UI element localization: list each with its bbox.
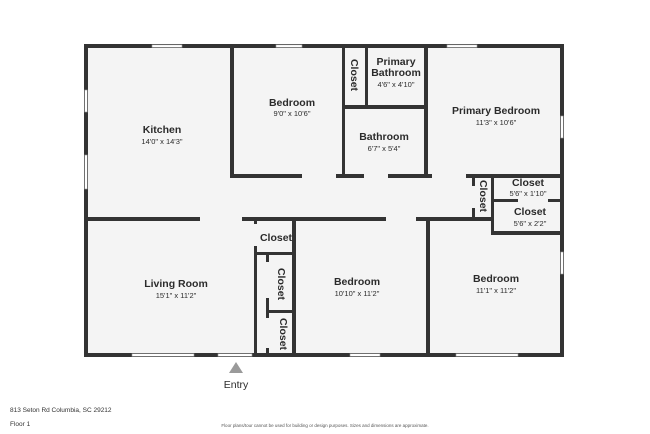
room-name: Bedroom (334, 276, 380, 288)
room-name: Bedroom (269, 97, 315, 109)
room-closet-top: Closet (348, 59, 360, 92)
windows (84, 44, 564, 357)
room-dims: 15'1" x 11'2" (156, 291, 197, 300)
floor-area (85, 45, 563, 357)
room-dims: 5'6" x 2'2" (514, 219, 547, 228)
room-dims: 9'0" x 10'6" (274, 109, 311, 118)
room-closet-right-2: Closet 5'6" x 2'2" (514, 206, 547, 228)
entry-label: Entry (224, 379, 249, 391)
room-name: Closet (275, 268, 287, 301)
room-bedroom-right: Bedroom 11'1" x 11'2" (473, 273, 519, 295)
room-living-room: Living Room 15'1" x 11'2" (144, 278, 208, 300)
room-name: Closet (514, 206, 547, 218)
room-name: Closet (477, 180, 489, 213)
room-name: Closet (260, 232, 293, 244)
room-closet-mid-1: Closet (260, 232, 293, 244)
room-name-line1: Primary (376, 56, 415, 68)
floor-label: Floor 1 (10, 421, 31, 428)
room-dims: 4'6" x 4'10" (378, 80, 415, 89)
room-name: Primary Bedroom (452, 105, 540, 117)
room-name: Bathroom (359, 131, 409, 143)
room-dims: 11'1" x 11'2" (476, 286, 516, 295)
room-kitchen: Kitchen 14'0" x 14'3" (141, 124, 182, 146)
room-bedroom-top: Bedroom 9'0" x 10'6" (269, 97, 315, 118)
room-dims: 5'6" x 1'10" (510, 189, 547, 198)
room-name-line2: Bathroom (371, 67, 421, 79)
room-dims: 6'7" x 5'4" (368, 144, 401, 153)
room-closet-hall: Closet (477, 180, 489, 213)
room-primary-bedroom: Primary Bedroom 11'3" x 10'6" (452, 105, 540, 127)
room-name: Living Room (144, 278, 208, 290)
room-bedroom-mid: Bedroom 10'10" x 11'2" (334, 276, 380, 298)
room-name: Closet (512, 177, 545, 189)
room-name: Closet (277, 318, 289, 351)
room-closet-mid-2: Closet (275, 268, 287, 301)
disclaimer-text: Floor plans/tour cannot be used for buil… (221, 423, 429, 428)
address-text: 813 Seton Rd Columbia, SC 29212 (10, 407, 112, 414)
room-dims: 14'0" x 14'3" (141, 137, 182, 146)
entry-arrow-icon (229, 362, 243, 373)
room-closet-mid-3: Closet (277, 318, 289, 351)
room-dims: 11'3" x 10'6" (476, 118, 517, 127)
room-primary-bathroom: Primary Bathroom 4'6" x 4'10" (371, 56, 421, 89)
room-name: Bedroom (473, 273, 519, 285)
walls (84, 44, 564, 357)
door-openings (200, 174, 548, 348)
room-name: Closet (348, 59, 360, 92)
room-bathroom: Bathroom 6'7" x 5'4" (359, 131, 409, 153)
room-name: Kitchen (143, 124, 182, 136)
room-closet-right-1: Closet 5'6" x 1'10" (510, 177, 547, 198)
room-dims: 10'10" x 11'2" (335, 289, 380, 298)
